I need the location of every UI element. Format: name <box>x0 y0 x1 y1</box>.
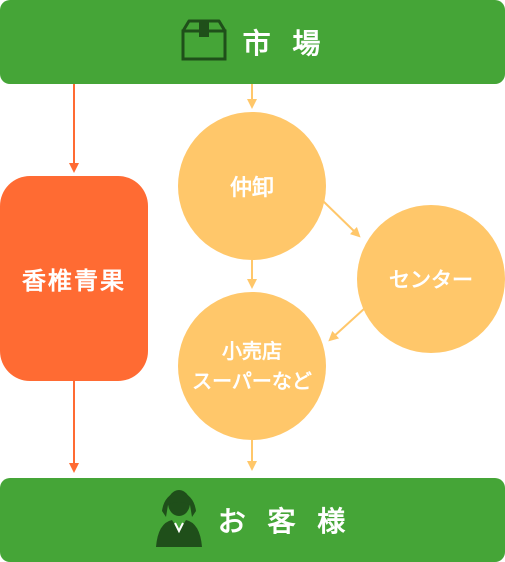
wholesale-label: 仲卸 <box>229 176 274 201</box>
arrow-center-to-retail <box>328 307 366 342</box>
box-icon <box>179 19 229 65</box>
arrow-wholesale-to-center <box>321 199 361 238</box>
shiitake-seika-node: 香椎青果 <box>0 176 148 381</box>
retail-label-line2: スーパーなど <box>192 369 312 393</box>
center-label: センター <box>389 268 473 292</box>
customer-label: お 客 様 <box>217 505 352 538</box>
market-bar: 市 場 <box>0 0 505 84</box>
shiitake-seika-label: 香椎青果 <box>22 267 126 295</box>
retail-label-line1: 小売店 <box>222 339 282 363</box>
retail-node: 小売店 スーパーなど <box>178 292 326 440</box>
person-icon <box>154 487 204 553</box>
market-label: 市 場 <box>242 27 327 60</box>
customer-bar: お 客 様 <box>0 478 505 562</box>
center-node: センター <box>357 205 505 353</box>
wholesale-node: 仲卸 <box>178 112 326 260</box>
